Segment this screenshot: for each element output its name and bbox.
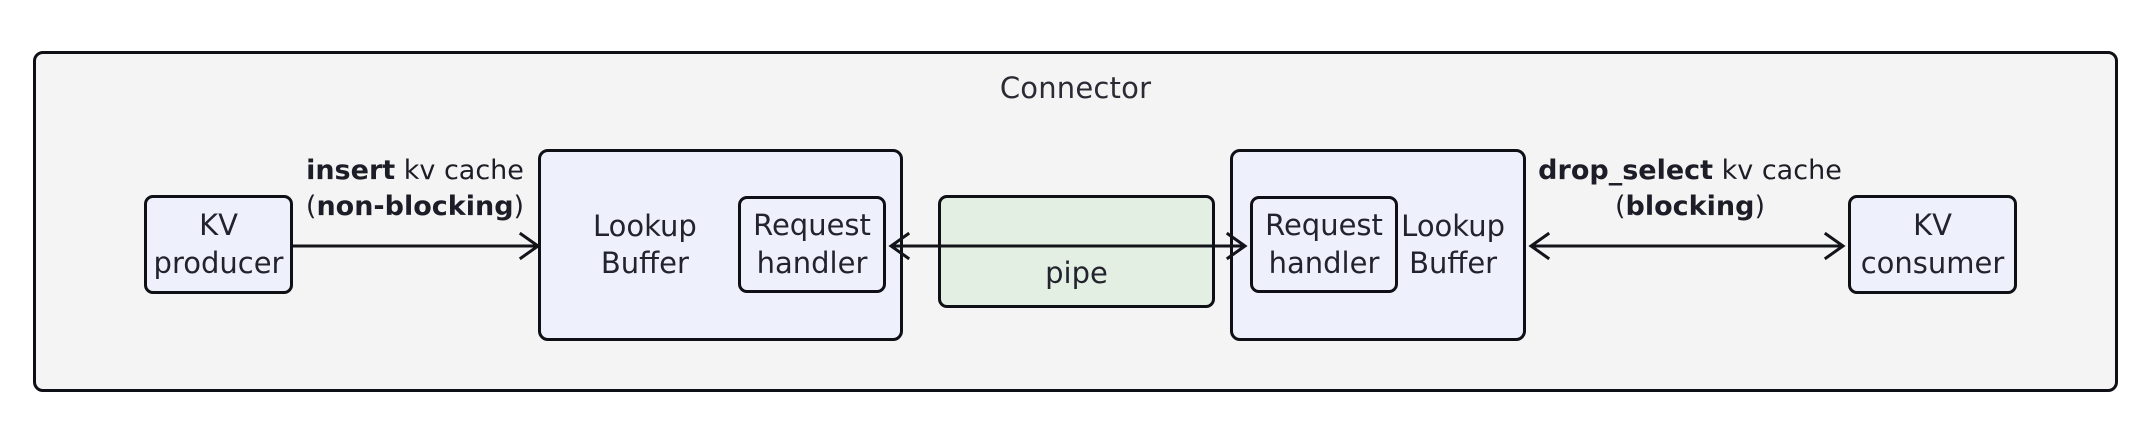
- edge-label-insert-line2: (non-blocking): [270, 189, 560, 225]
- node-request-handler-left: Request handler: [738, 196, 886, 293]
- node-kv-consumer: KV consumer: [1848, 195, 2017, 294]
- edge-label-drop-select: drop_select kv cache (blocking): [1525, 153, 1855, 225]
- edge-label-drop-select-op: drop_select: [1538, 155, 1714, 186]
- edge-label-insert-close-paren: ): [513, 191, 525, 223]
- edge-label-drop-select-mode: blocking: [1625, 191, 1755, 223]
- node-kv-producer: KV producer: [144, 195, 293, 294]
- node-request-handler-right: Request handler: [1250, 196, 1398, 293]
- edge-label-insert: insert kv cache (non-blocking): [270, 153, 560, 225]
- edge-label-drop-select-line1: drop_select kv cache: [1525, 153, 1855, 189]
- edge-label-drop-select-line2: (blocking): [1525, 189, 1855, 225]
- connector-title: Connector: [999, 71, 1152, 105]
- edge-label-drop-select-close-paren: ): [1754, 191, 1765, 223]
- edge-label-insert-mode: non-blocking: [316, 191, 514, 223]
- node-pipe: pipe: [938, 195, 1215, 308]
- edge-label-drop-select-object: kv cache: [1713, 155, 1842, 186]
- edge-label-insert-object: kv cache: [395, 155, 524, 186]
- edge-label-drop-select-open-paren: (: [1615, 191, 1626, 223]
- edge-label-insert-op: insert: [306, 155, 396, 186]
- edge-label-insert-line1: insert kv cache: [270, 153, 560, 189]
- edge-label-insert-open-paren: (: [305, 191, 317, 223]
